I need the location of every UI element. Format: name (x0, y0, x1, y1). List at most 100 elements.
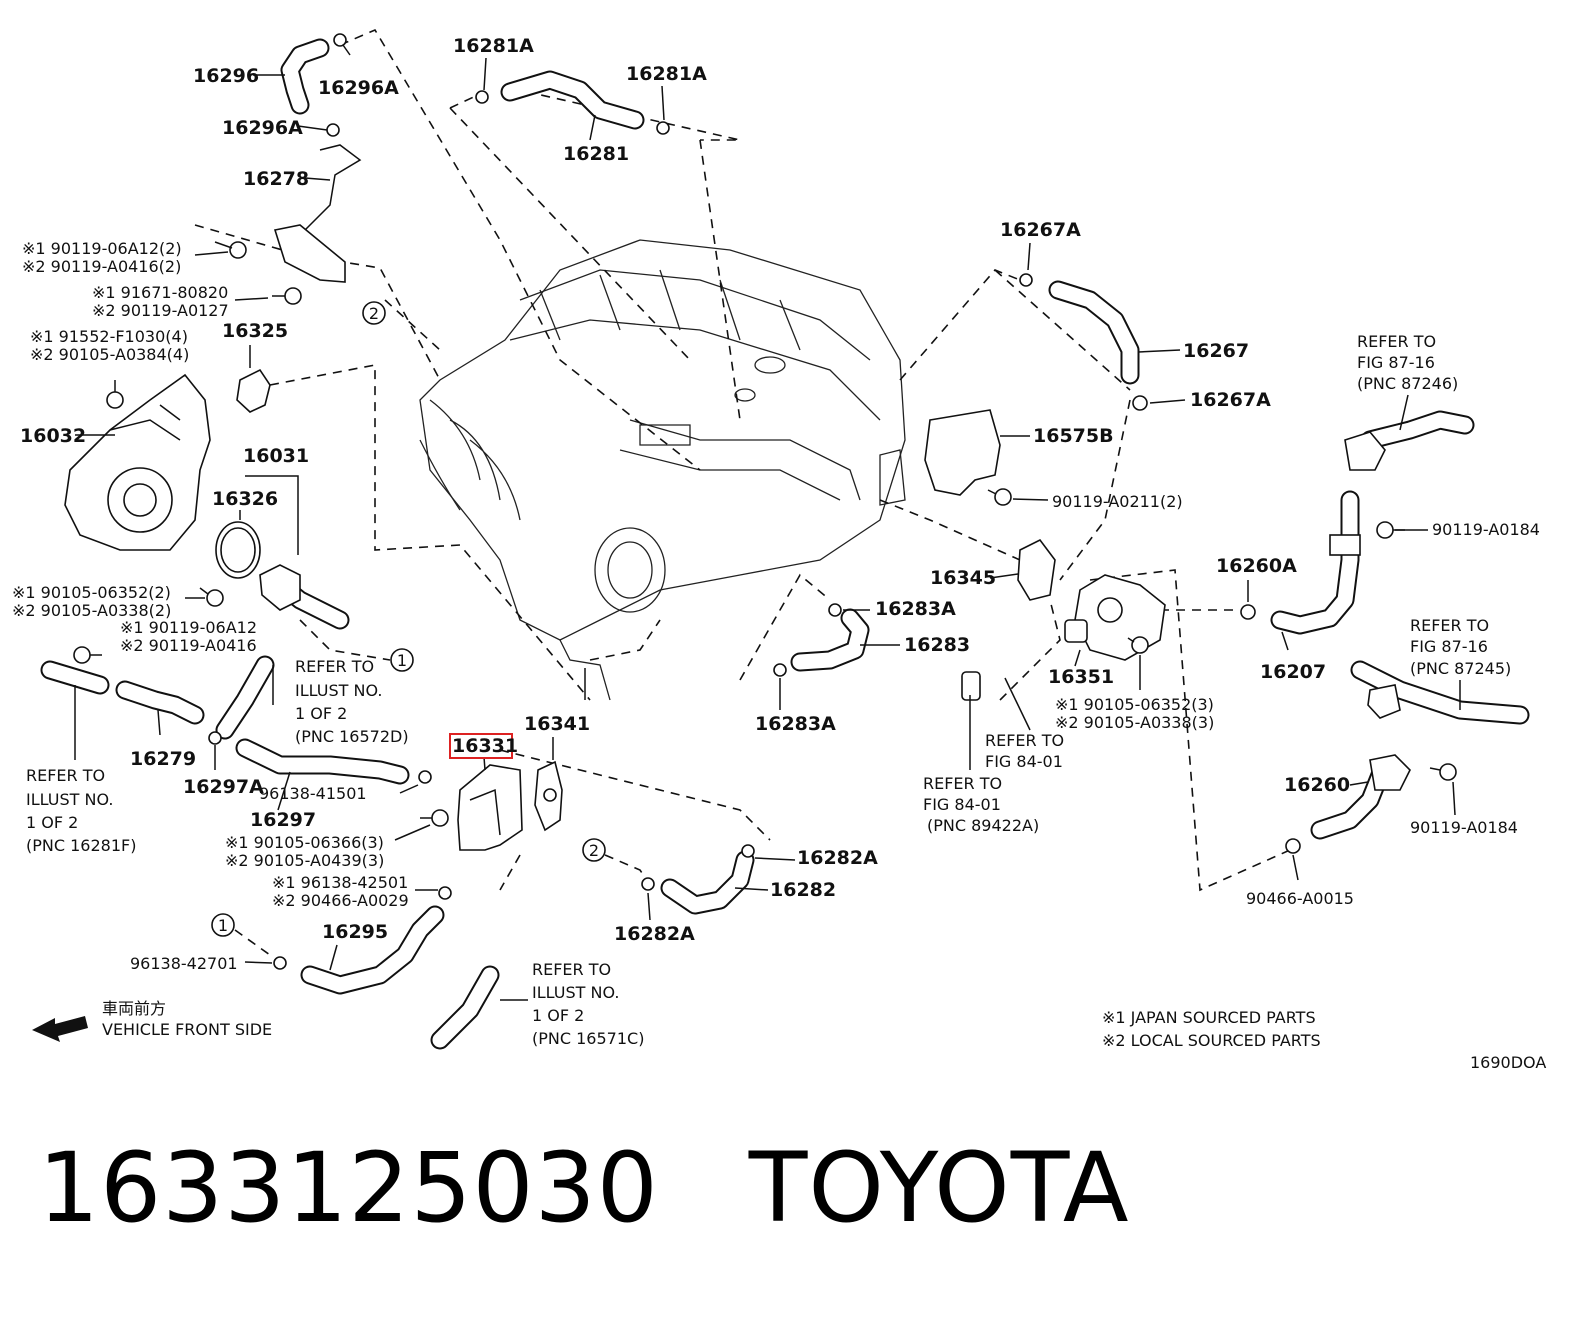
label-16331: 16331 (452, 735, 518, 757)
label-90119-A0184: 90119-A0184 (1432, 520, 1540, 539)
label-16267: 16267 (1183, 340, 1249, 362)
clamp-icon (641, 877, 655, 891)
svg-text:(PNC 16572D): (PNC 16572D) (295, 727, 409, 746)
label-16279: 16279 (130, 748, 196, 770)
bolt-icon (199, 587, 224, 607)
bolt-icon (106, 380, 124, 409)
ref-fig-87246: REFER TO FIG 87-16 (PNC 87246) (1357, 332, 1458, 393)
label-16295: 16295 (322, 921, 388, 943)
label-90119-A0184: 90119-A0184 (1410, 818, 1518, 837)
ref-fig-87245: REFER TO FIG 87-16 (PNC 87245) (1410, 616, 1511, 678)
clamp-icon (828, 603, 842, 617)
svg-text:2: 2 (589, 841, 599, 860)
label-16297A: 16297A (183, 776, 264, 798)
label-16260A: 16260A (1216, 555, 1297, 577)
hoses (40, 38, 1530, 1050)
label-16282: 16282 (770, 879, 836, 901)
label-16345: 16345 (930, 567, 996, 589)
bolt-icon (1127, 636, 1149, 654)
label-16267A: 16267A (1000, 219, 1081, 241)
clamp-icon (741, 844, 755, 858)
components (64, 144, 1411, 851)
source-legend: ※1 JAPAN SOURCED PARTS ※2 LOCAL SOURCED … (1102, 1008, 1321, 1050)
label-16283: 16283 (904, 634, 970, 656)
ref-illust-16572D: REFER TO ILLUST NO. 1 OF 2 (PNC 16572D) (295, 657, 409, 746)
circle-marker-1b: 1 (211, 913, 235, 937)
label-16575B: 16575B (1033, 425, 1114, 447)
svg-text:ILLUST NO.: ILLUST NO. (26, 790, 113, 809)
clamp-icon (1019, 273, 1033, 287)
vehicle-front-text: VEHICLE FRONT SIDE (102, 1020, 272, 1039)
engine-block (419, 239, 906, 701)
clamp-icon (1285, 838, 1301, 854)
label-16032: 16032 (20, 425, 86, 447)
svg-text:ILLUST NO.: ILLUST NO. (532, 983, 619, 1002)
leader-lines (74, 44, 1461, 1001)
clamp-icon (273, 956, 287, 970)
front-arrow-icon (32, 1016, 88, 1042)
label-16296A: 16296A (222, 117, 303, 139)
label-16281A: 16281A (626, 63, 707, 85)
circle-marker-2b: 2 (582, 838, 606, 862)
label-16283A: 16283A (755, 713, 836, 735)
label-91671-80820: ※1 91671-80820 (92, 283, 228, 302)
svg-text:FIG 84-01: FIG 84-01 (985, 752, 1063, 771)
bolt-icon (272, 287, 302, 305)
note-local-sourced: ※2 LOCAL SOURCED PARTS (1102, 1031, 1321, 1050)
label-16207: 16207 (1260, 661, 1326, 683)
bolt-icon (214, 241, 247, 259)
svg-text:FIG 87-16: FIG 87-16 (1357, 353, 1435, 372)
svg-text:REFER TO: REFER TO (1357, 332, 1436, 351)
clamp-icon (773, 663, 787, 677)
label-16296A: 16296A (318, 77, 399, 99)
svg-text:(PNC 87246): (PNC 87246) (1357, 374, 1458, 393)
label-16325: 16325 (222, 320, 288, 342)
label-90105-A0338: ※2 90105-A0338(2) (12, 601, 171, 620)
label-90105-06352: ※1 90105-06352(3) (1055, 695, 1214, 714)
clamp-icon (1132, 395, 1148, 411)
diagram-code: 1690DOA (1470, 1053, 1546, 1072)
label-90466-A0029: ※2 90466-A0029 (272, 891, 409, 910)
label-16267A: 16267A (1190, 389, 1271, 411)
circle-marker-2a: 2 (362, 301, 386, 325)
clamp-icon (418, 770, 432, 784)
ref-illust-16281F: REFER TO ILLUST NO. 1 OF 2 (PNC 16281F) (26, 766, 136, 855)
note-japan-sourced: ※1 JAPAN SOURCED PARTS (1102, 1008, 1316, 1027)
vehicle-front-jp: 車両前方 (102, 999, 166, 1018)
label-90119-A0416: ※2 90119-A0416(2) (22, 257, 181, 276)
fasteners (73, 33, 1457, 970)
label-16326: 16326 (212, 488, 278, 510)
ref-illust-16571C: REFER TO ILLUST NO. 1 OF 2 (PNC 16571C) (532, 960, 644, 1048)
label-96138-41501: 96138-41501 (259, 784, 367, 803)
dashed-leader-lines (194, 28, 1291, 956)
label-16297: 16297 (250, 809, 316, 831)
label-90119-06A12: ※1 90119-06A12 (120, 618, 257, 637)
label-90105-06352: ※1 90105-06352(2) (12, 583, 171, 602)
label-16281A: 16281A (453, 35, 534, 57)
clamp-icon (333, 33, 347, 47)
brand-name: TOYOTA (748, 1132, 1130, 1244)
svg-text:REFER TO: REFER TO (26, 766, 105, 785)
bolt-icon (420, 809, 449, 827)
highlight-box-16331 (449, 733, 513, 759)
vehicle-front-legend: 車両前方 VEHICLE FRONT SIDE (32, 999, 272, 1042)
svg-text:(PNC 87245): (PNC 87245) (1410, 659, 1511, 678)
svg-text:2: 2 (369, 304, 379, 323)
label-96138-42701: 96138-42701 (130, 954, 238, 973)
label-16260: 16260 (1284, 774, 1350, 796)
label-16031: 16031 (243, 445, 309, 467)
label-16296: 16296 (193, 65, 259, 87)
label-90105-A0338: ※2 90105-A0338(3) (1055, 713, 1214, 732)
clamp-icon (438, 886, 452, 900)
label-91552-F1030: ※1 91552-F1030(4) (30, 327, 188, 346)
label-90466-A0015: 90466-A0015 (1246, 889, 1354, 908)
bolt-icon (987, 488, 1012, 506)
svg-text:1 OF 2: 1 OF 2 (295, 704, 347, 723)
label-16282A: 16282A (797, 847, 878, 869)
svg-text:(PNC 16571C): (PNC 16571C) (532, 1029, 644, 1048)
label-16351: 16351 (1048, 666, 1114, 688)
part-number: 1633125030 (38, 1132, 659, 1244)
svg-text:(PNC 89422A): (PNC 89422A) (927, 816, 1039, 835)
clamp-icon (208, 731, 222, 745)
